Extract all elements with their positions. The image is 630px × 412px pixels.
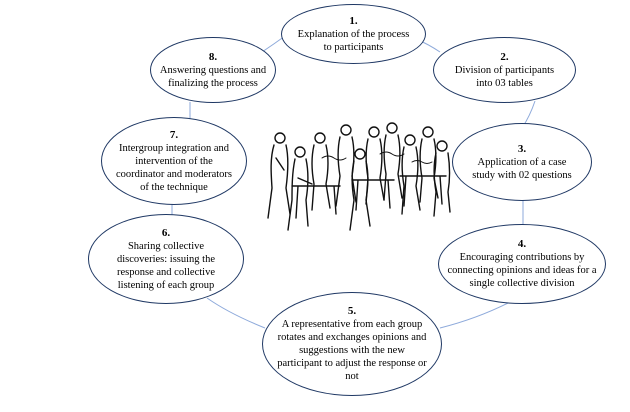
- step-5-node: 5. A representative from each group rota…: [262, 292, 442, 396]
- step-3-node: 3. Application of a case study with 02 q…: [452, 123, 592, 201]
- people-at-tables-icon: [267, 122, 451, 231]
- step-3-text: Application of a case study with 02 ques…: [472, 156, 572, 181]
- step-2-node: 2. Division of participants into 03 tabl…: [433, 37, 576, 103]
- step-8-number: 8.: [208, 50, 218, 63]
- step-7-number: 7.: [169, 128, 179, 141]
- step-2-number: 2.: [500, 50, 509, 63]
- step-4-number: 4.: [517, 238, 527, 250]
- step-5-number: 5.: [347, 305, 357, 317]
- step-1-number: 1.: [349, 14, 358, 27]
- step-2-text: Division of participants into 03 tables: [454, 64, 555, 89]
- step-5-text: A representative from each group rotates…: [277, 319, 427, 382]
- step-6-text: Sharing collective discoveries: issuing …: [117, 240, 215, 291]
- step-8-node: 8. Answering questions and finalizing th…: [150, 37, 276, 103]
- connector-4-5: [439, 298, 517, 329]
- step-6-node: 6. Sharing collective discoveries: issui…: [88, 214, 244, 304]
- step-7-text: Intergroup integration and intervention …: [115, 142, 233, 193]
- step-3-number: 3.: [517, 142, 527, 155]
- step-8-text: Answering questions and finalizing the p…: [159, 64, 267, 89]
- step-6-number: 6.: [161, 226, 171, 239]
- connector-5-6: [206, 297, 266, 329]
- step-4-node: 4. Encouraging contributions by connecti…: [438, 224, 606, 304]
- step-7-node: 7. Intergroup integration and interventi…: [101, 117, 247, 205]
- step-4-text: Encouraging contributions by connecting …: [447, 252, 597, 289]
- step-1-node: 1. Explanation of the process to partici…: [281, 4, 426, 64]
- step-1-text: Explanation of the process to participan…: [297, 28, 410, 53]
